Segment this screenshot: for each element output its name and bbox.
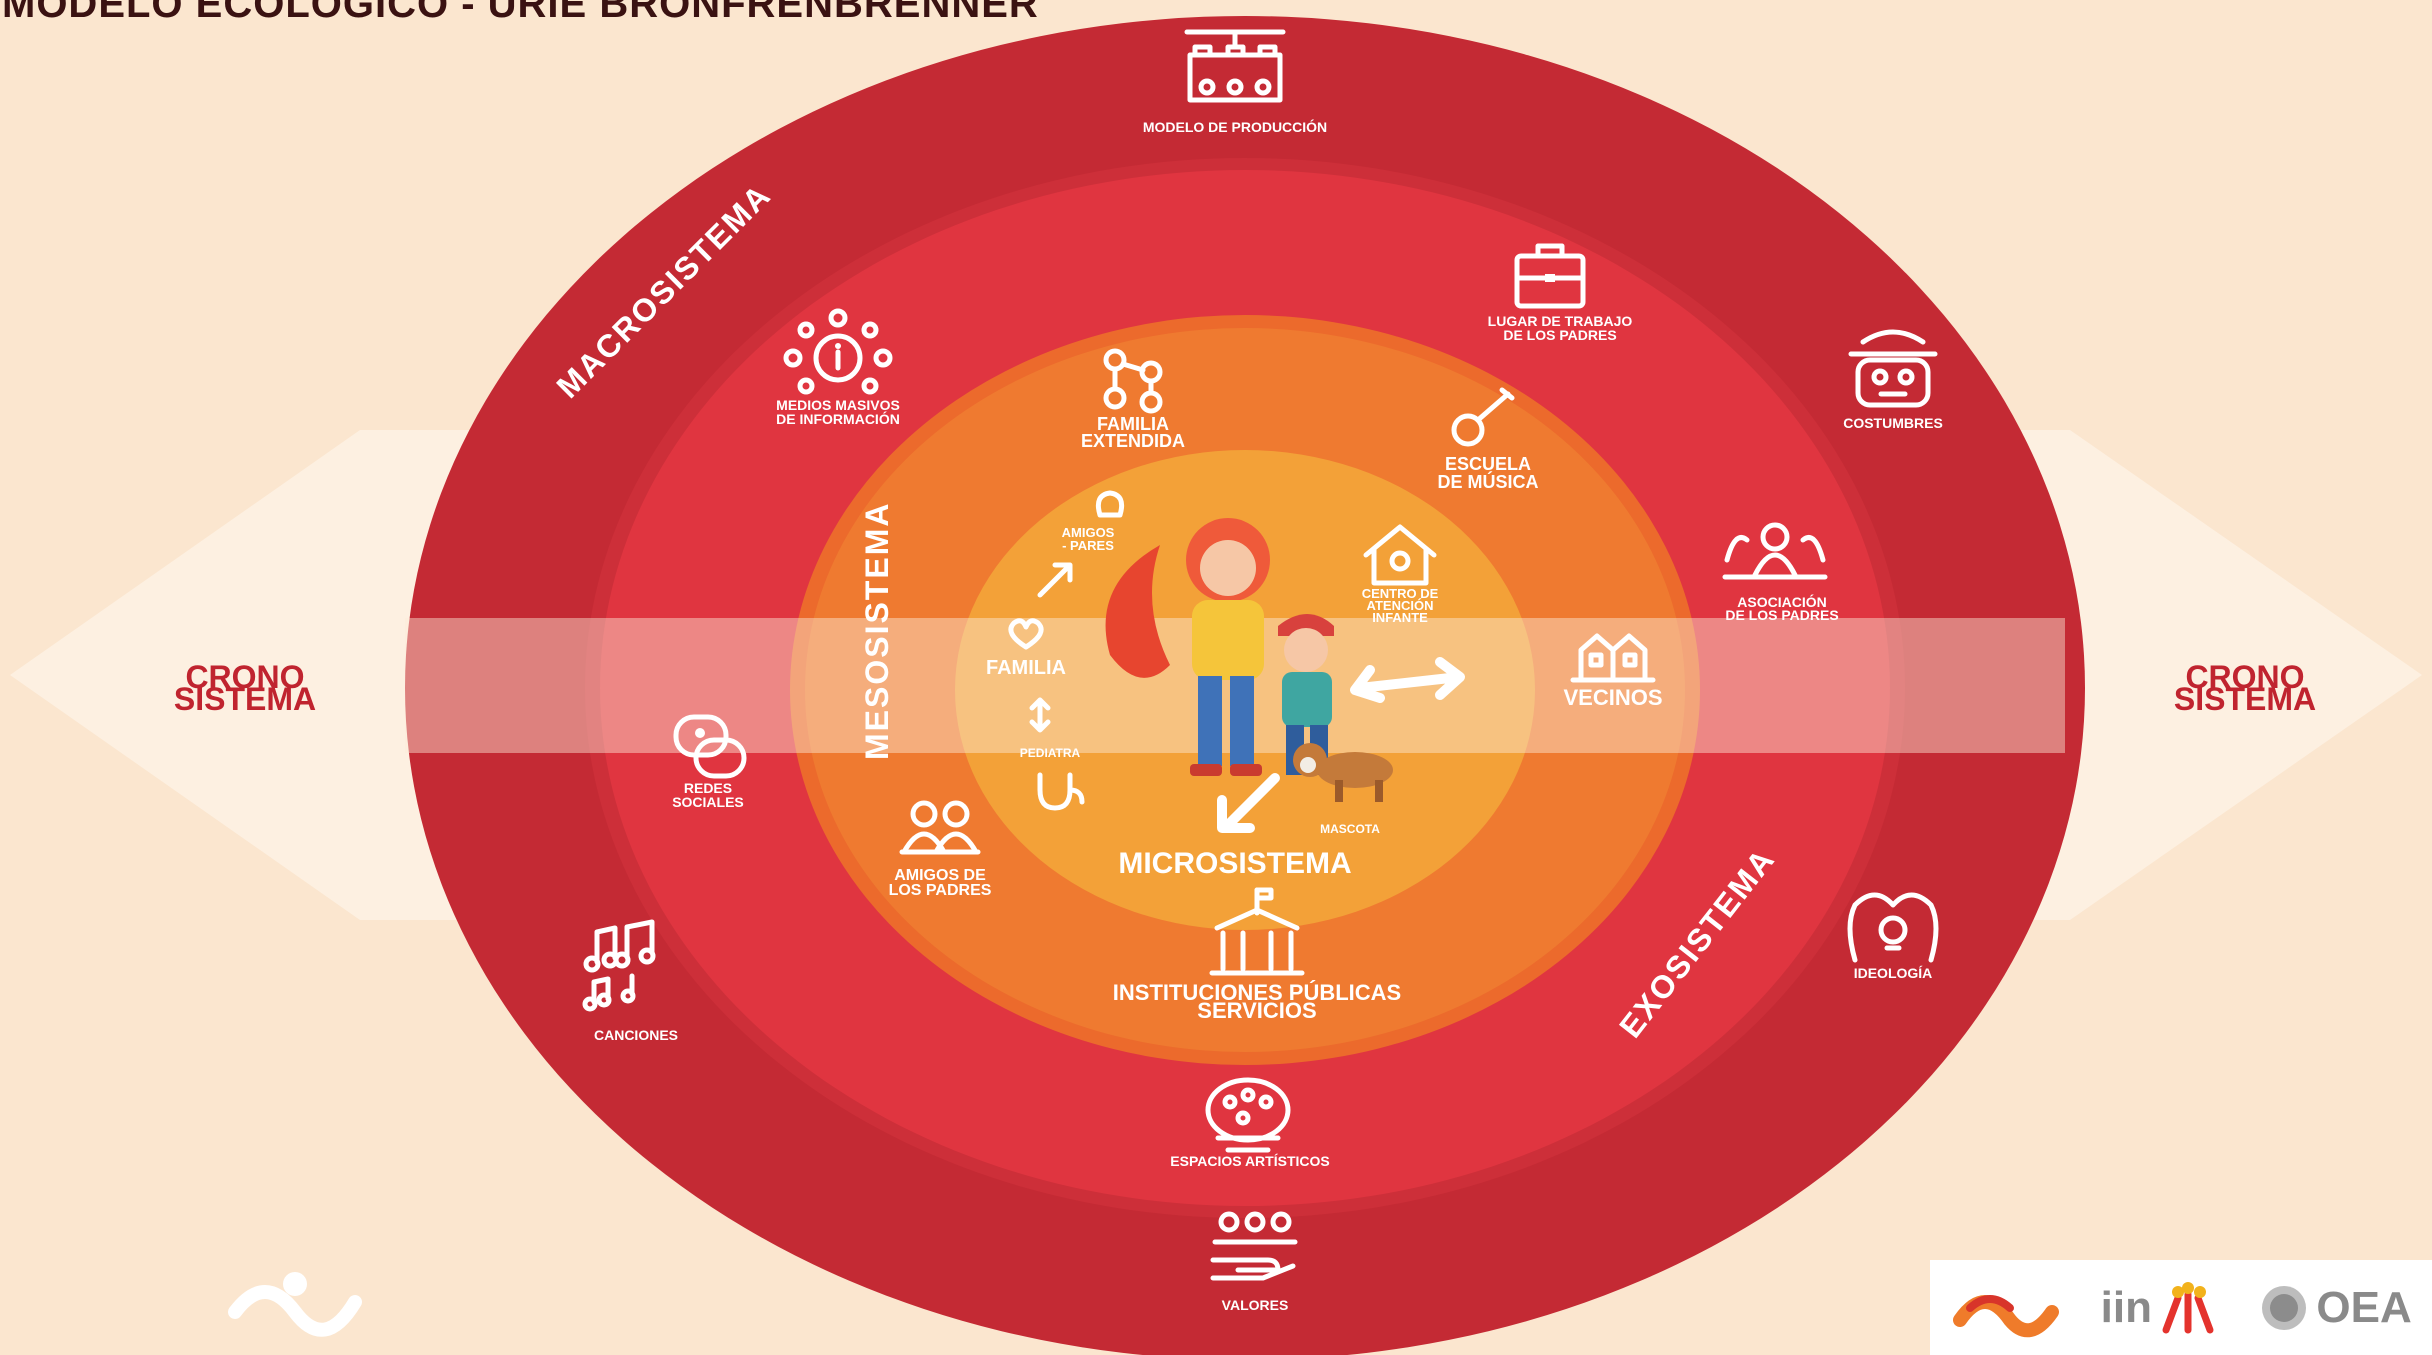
iin-children-icon [2162, 1282, 2214, 1334]
public-institutions-label-2: SERVICIOS [1197, 998, 1316, 1023]
parents-association-icon [1722, 522, 1828, 580]
social-networks-label-2: SOCIALES [672, 794, 744, 810]
iin-logo: iin [2101, 1280, 2218, 1335]
neighbors-label: VECINOS [1563, 685, 1662, 710]
ideology-icon [1847, 892, 1939, 963]
music-school-label-1: ESCUELA [1445, 454, 1531, 474]
iin-logo-text: iin [2100, 1282, 2152, 1332]
double-arrow-right [1350, 657, 1465, 703]
production-model-label: MODELO DE PRODUCCIÓN [1143, 118, 1327, 135]
songs-label: CANCIONES [594, 1027, 678, 1043]
art-palette-icon [1205, 1077, 1291, 1153]
friends-icon [1095, 490, 1125, 518]
crono-arrow-left [10, 430, 470, 920]
crono-right-line1: CRONO [2185, 659, 2304, 695]
arrow-icon [1037, 562, 1073, 598]
factory-icon [1184, 29, 1286, 103]
mass-media-label-2: DE INFORMACIÓN [776, 410, 900, 427]
extended-family-label-2: EXTENDIDA [1081, 431, 1185, 451]
music-school-label-2: DE MÚSICA [1437, 471, 1538, 492]
childcare-center-label-2: ATENCIÓN [1367, 598, 1434, 613]
stethoscope-icon [1037, 772, 1085, 811]
childcare-center-icon [1363, 524, 1437, 586]
family-label: FAMILIA [986, 657, 1066, 679]
up-down-arrow-icon [1029, 697, 1051, 733]
public-institution-icon [1209, 887, 1305, 976]
parents-workplace-label-2: DE LOS PADRES [1503, 327, 1616, 343]
parents-association-label-1: ASOCIACIÓN [1737, 593, 1826, 610]
parents-workplace-label-1: LUGAR DE TRABAJO [1488, 313, 1633, 329]
parents-friends-label-2: LOS PADRES [889, 882, 992, 899]
guitar-icon [1451, 387, 1515, 447]
parents-friends-label-1: AMIGOS DE [894, 867, 986, 884]
sombrero-icon [1848, 329, 1938, 408]
values-label: VALORES [1222, 1297, 1289, 1313]
extended-family-icon [1103, 348, 1163, 414]
oea-seal-icon [2262, 1285, 2307, 1330]
oea-logo-text: OEA [2316, 1282, 2412, 1332]
childcare-center-label-1: CENTRO DE [1362, 586, 1439, 601]
neighborhood-icon [1570, 633, 1656, 683]
extended-family-label-1: FAMILIA [1097, 414, 1169, 434]
music-notes-icon [582, 919, 656, 1012]
social-networks-label-1: REDES [684, 780, 732, 796]
public-institutions-label-1: INSTITUCIONES PÚBLICAS [1113, 980, 1401, 1005]
values-icon [1210, 1211, 1298, 1281]
crono-left-line1: CRONO [185, 659, 304, 695]
partner-logos-bar: iin OEA [1930, 1260, 2432, 1355]
children-illustration [1105, 518, 1393, 802]
friends-peers-label-1: AMIGOS [1062, 525, 1115, 540]
mass-media-label-1: MEDIOS MASIVOS [776, 397, 900, 413]
pediatrician-label: PEDIATRA [1020, 746, 1081, 760]
crono-left-line2: SISTEMA [174, 681, 316, 717]
parents-association-label-2: DE LOS PADRES [1725, 607, 1838, 623]
customs-label: COSTUMBRES [1843, 415, 1943, 431]
microsystem-label: MICROSISTEMA [1118, 847, 1351, 880]
media-network-icon [783, 308, 893, 395]
social-networks-icon [673, 714, 747, 779]
family-heart-icon [1008, 618, 1044, 650]
brand-wave-logo [228, 1272, 362, 1337]
mesosystem-label: MESOSISTEMA [859, 502, 895, 760]
arrow-down-left [1217, 773, 1280, 833]
crono-right-line2: SISTEMA [2174, 681, 2316, 717]
friends-peers-label-2: - PARES [1062, 538, 1114, 553]
childcare-center-label-3: INFANTE [1372, 610, 1428, 625]
parents-friends-icon [899, 800, 981, 855]
oea-logo: OEA [2258, 1282, 2412, 1334]
pet-label: MASCOTA [1320, 822, 1380, 836]
artistic-spaces-label: ESPACIOS ARTÍSTICOS [1170, 1153, 1329, 1169]
page-title: MODELO ECOLÓGICO - URIE BRONFRENBRENNER [2, 0, 1039, 26]
wave-logo [1953, 1294, 2060, 1337]
briefcase-icon [1514, 243, 1586, 309]
crono-arrow-right [1960, 430, 2422, 920]
ideology-label: IDEOLOGÍA [1854, 965, 1933, 981]
